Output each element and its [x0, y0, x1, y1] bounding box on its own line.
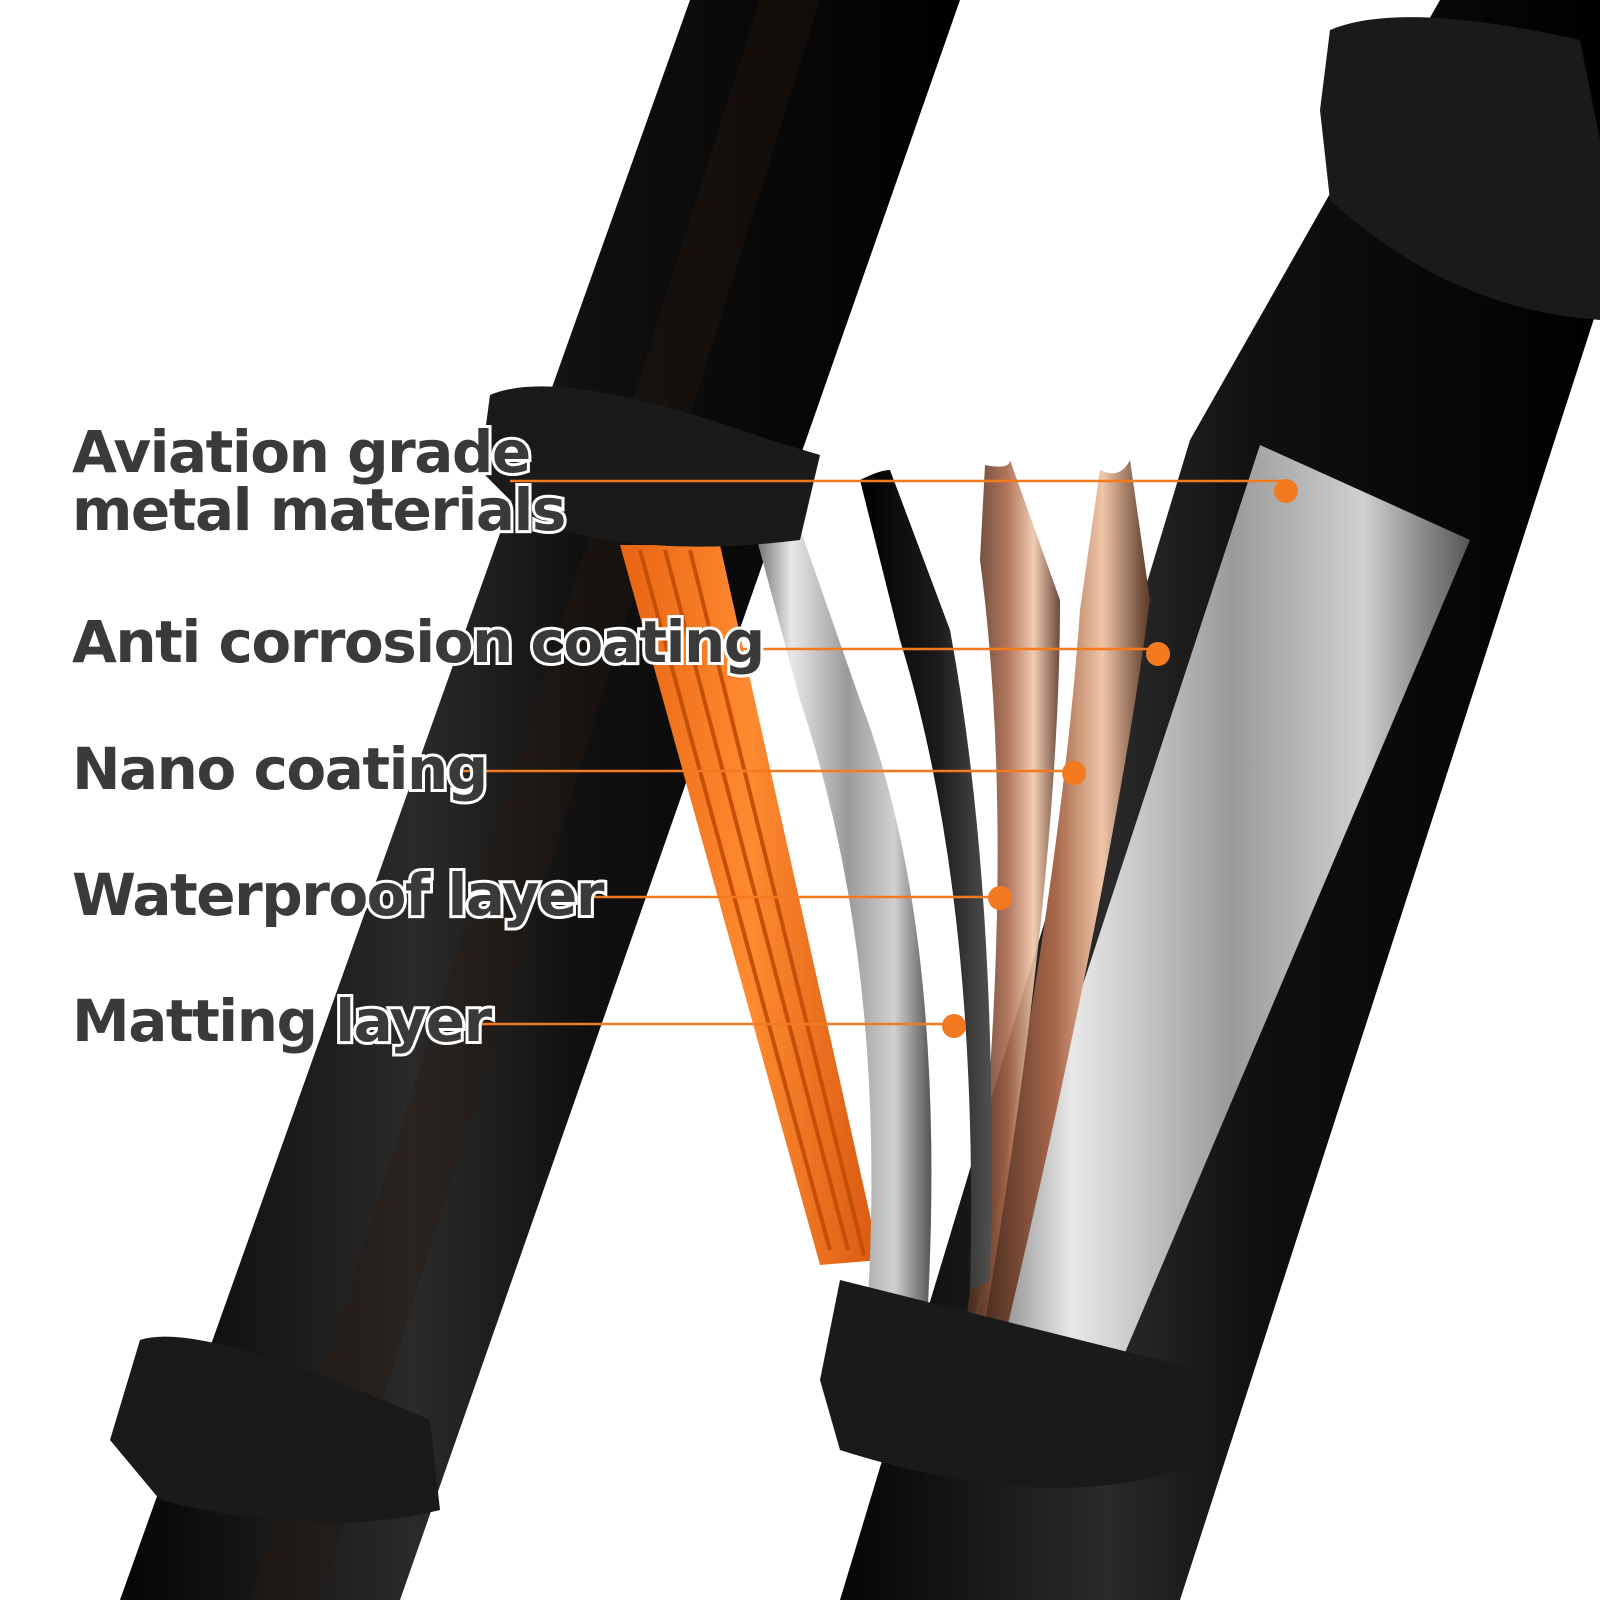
label-matting: Matting layer: [69, 987, 495, 1055]
label-waterproof: Waterproof layer: [69, 861, 607, 929]
peeled-layers: [745, 445, 1470, 1435]
callout-dot-nano: [1062, 761, 1086, 785]
label-aviation-grade: Aviation grade metal materials: [69, 418, 569, 544]
label-nano-text: Nano coating: [69, 735, 491, 803]
label-waterproof-text: Waterproof layer: [69, 861, 607, 929]
label-aviation-line-1: Aviation grade: [69, 418, 534, 486]
label-anti-corrosion-text: Anti corrosion coating: [69, 608, 768, 676]
label-matting-text: Matting layer: [69, 987, 495, 1055]
collars: [110, 17, 1600, 1523]
callout-dots: [942, 479, 1298, 1038]
orange-rung-strip: [620, 545, 880, 1265]
callout-dot-matting: [942, 1014, 966, 1038]
label-aviation-line-2: metal materials: [69, 476, 569, 544]
callout-dot-anti-corrosion: [1146, 642, 1170, 666]
label-nano: Nano coating: [69, 735, 491, 803]
callout-dot-waterproof: [988, 886, 1012, 910]
left-tube: [120, 0, 960, 1600]
callout-lines: [440, 479, 1286, 1026]
callout-dot-aviation: [1274, 479, 1298, 503]
label-anti-corrosion: Anti corrosion coating: [69, 608, 768, 676]
